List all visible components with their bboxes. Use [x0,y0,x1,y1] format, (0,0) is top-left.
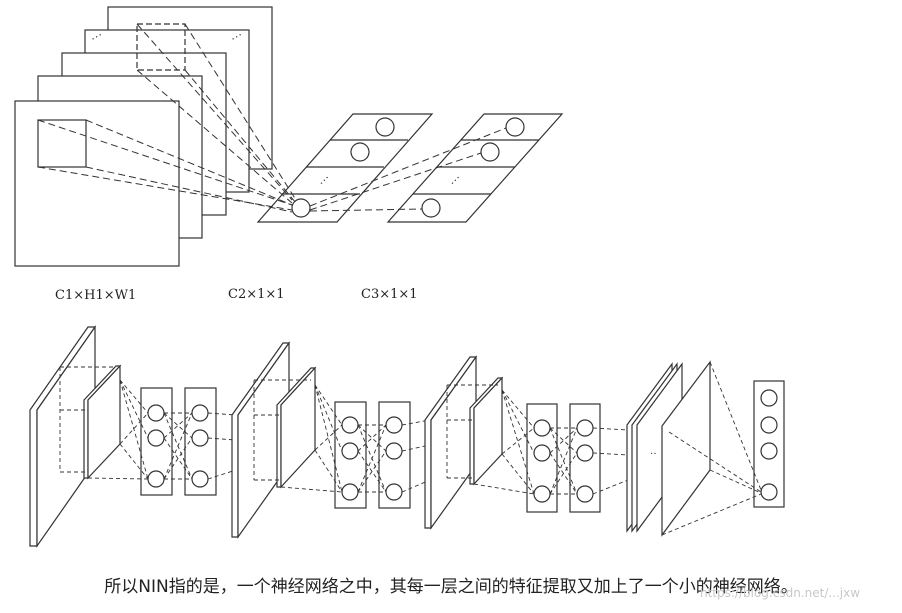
ellipsis-mark: ·· [650,449,657,460]
mlp-layer-2-plane [386,113,564,223]
input-dimension-label: C1×H1×W1 [55,288,136,303]
neuron-node [350,142,370,162]
mlpconv-block-1 [29,325,237,548]
neuron-node [421,198,441,218]
mlp-layer-1-plane [256,113,434,223]
neuron-node [291,198,311,218]
nin-network-architecture: ·· [29,325,785,548]
layer3-dimension-label: C3×1×1 [361,287,418,302]
mlpconv-block-2 [231,341,431,539]
watermark: https://blog.csdn.net/...jxw [700,586,861,600]
neuron-node [375,117,395,137]
feature-map-front [14,100,180,267]
layer2-dimension-label: C2×1×1 [228,287,285,302]
neuron-node [480,142,500,162]
top-mlpconv-illustration: ··· ··· ··· ··· [14,6,564,267]
dashed-connections [37,23,507,213]
neuron-node [505,117,525,137]
output-block: ·· [626,360,785,537]
mlpconv-block-3 [424,355,629,530]
receptive-field-front [37,119,87,168]
caption-text: 所以NIN指的是，一个神经网络之中，其每一层之间的特征提取又加上了一个小的神经网… [104,577,798,597]
receptive-field-back [136,23,186,71]
